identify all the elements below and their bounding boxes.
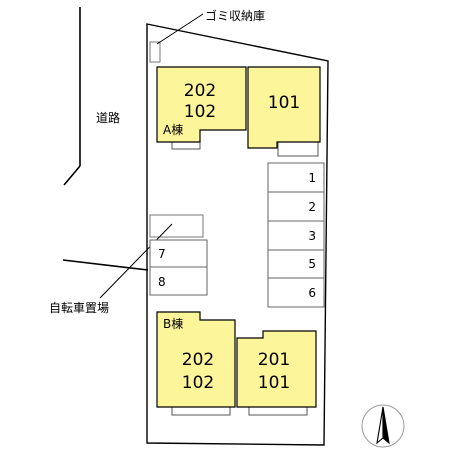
building-a-unit-right-number: 101 [268,93,300,113]
road-label: 道路 [96,110,120,125]
road-edge-bend [63,165,81,186]
parking-slot-6 [267,277,325,308]
parking-label-3: 3 [308,229,316,243]
building-b-unit-left-upper: 202 [182,350,214,370]
north-arrow-icon [361,404,405,448]
parking-slot-1 [267,162,325,193]
building-a-unit-left [156,66,247,143]
building-b [156,311,317,416]
building-b-unit-left [156,311,236,408]
garbage-leader-line [156,13,204,45]
bicycle-leader-line [99,223,173,299]
parking-slot-3 [267,220,325,251]
road-edges [62,7,149,271]
parking-right [267,162,325,308]
parking-label-6: 6 [308,286,316,300]
building-a-name: A棟 [163,122,183,137]
parking-left [149,239,208,296]
parking-label-1: 1 [308,171,316,185]
garbage-label: ゴミ収納庫 [205,8,265,23]
parking-label-5: 5 [308,257,316,271]
building-b-balcony-left [171,406,231,416]
parking-label-8: 8 [158,275,166,289]
building-a-balcony-left [171,141,201,150]
building-b-unit-right [236,330,317,408]
building-a-balcony-right [277,141,319,157]
bicycle-parking-label: 自転車置場 [49,301,109,315]
building-b-unit-left-lower: 102 [182,373,214,393]
building-a [156,66,321,157]
building-a-unit-right [247,66,321,149]
garbage-storage-box [149,41,161,63]
building-a-unit-left-lower: 102 [184,102,216,122]
building-b-unit-right-upper: 201 [258,350,290,370]
parking-slot-8 [149,266,208,296]
parking-label-7: 7 [158,247,166,261]
parking-label-2: 2 [308,200,316,214]
bicycle-parking-box [149,214,204,238]
building-b-name: B棟 [163,316,183,331]
building-b-balcony-right [248,406,308,416]
parking-slot-7 [149,239,208,268]
parking-slot-2 [267,191,325,222]
site-boundary [146,23,329,446]
road-edge-lower [62,259,149,271]
parking-slot-5 [267,249,325,279]
building-b-unit-right-lower: 101 [258,373,290,393]
building-a-unit-left-upper: 202 [184,81,216,101]
